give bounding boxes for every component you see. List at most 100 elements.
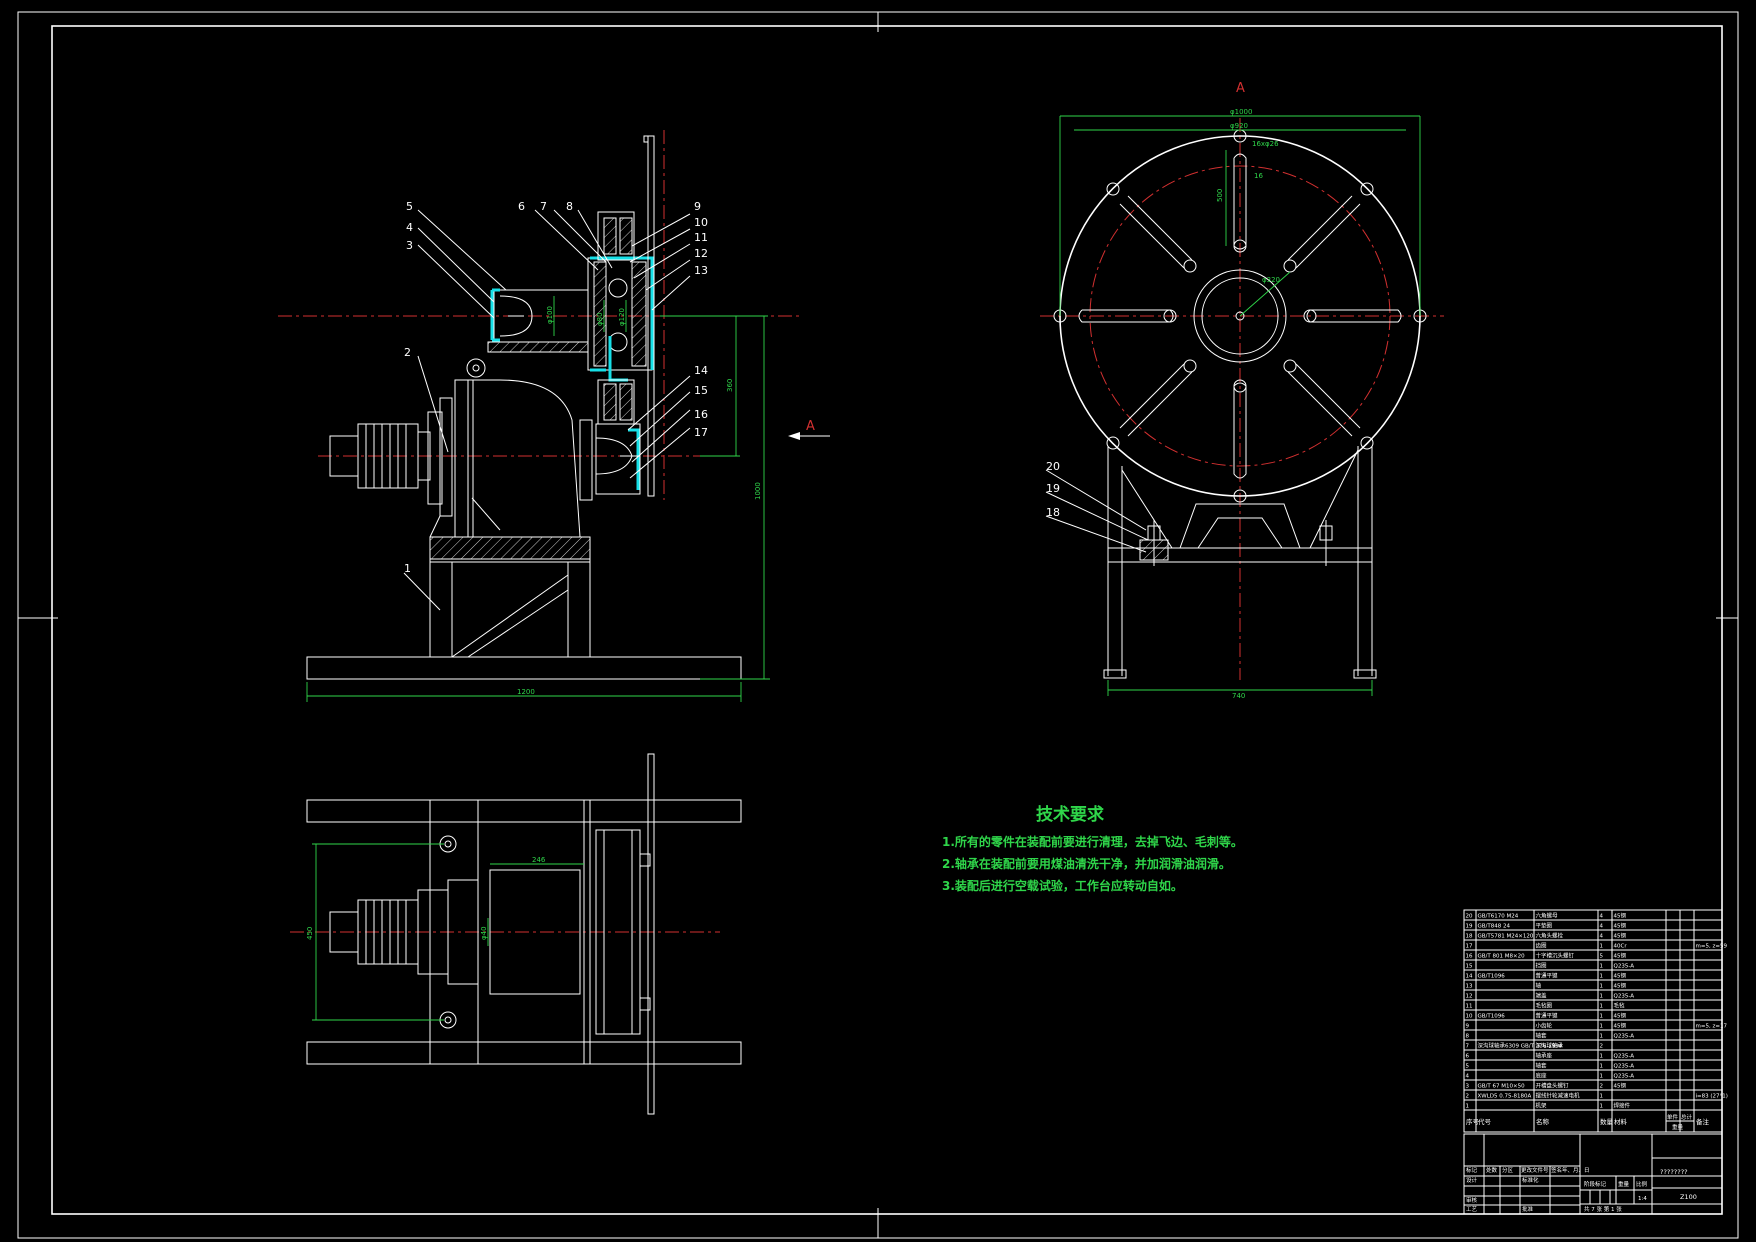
bom-cell: 5 [1466,1064,1470,1070]
bom-cell: 12 [1466,994,1473,1000]
bom-cell: 20 [1466,914,1473,920]
bom-cell: 机架 [1536,1102,1548,1110]
part-label: 9 [694,200,701,213]
front-dimensions: 1200 1000 360 φ100 φ80 φ120 [306,296,770,702]
bom-cell: GB/T5781 M24×120 [1478,934,1534,940]
bom-cell: 1 [1600,974,1604,980]
drawing-number: Z100 [1680,1193,1697,1201]
bom-cell: 19 [1466,924,1473,930]
part-label: 11 [694,231,708,244]
bom-cell: 3 [1466,1084,1470,1090]
dim-shaft-len: 246 [532,856,546,864]
tb-label: 标记 [1466,1166,1478,1174]
bom-cell: 1 [1600,984,1604,990]
bom-cell: 1 [1600,964,1604,970]
bom-cell: m=5, z=59 [1696,944,1728,950]
dim-shaft-dia2: φ80 [596,312,604,326]
tech-item: 3.装配后进行空载试验，工作台应转动自如。 [942,878,1183,893]
bom-cell: 5 [1600,954,1604,960]
part-label: 10 [694,216,708,229]
bom-cell: m=5, z=17 [1696,1024,1728,1030]
bom-cell: 13 [1466,984,1473,990]
bom-cell: 7 [1466,1044,1470,1050]
part-label: 14 [694,364,708,377]
bom-cell: 14 [1466,974,1473,980]
tb-label: 审核 [1466,1196,1478,1204]
tb-label: 分区 [1502,1166,1514,1174]
side-dimensions: φ1000 φ920 16xφ26 500 16 φ320 740 [1059,108,1421,700]
tb-label: 年、月、日 [1562,1166,1590,1174]
bom-header: 代号 [1478,1117,1492,1126]
bom-cell: 轴套 [1536,1062,1548,1070]
bom-cell: 深沟球轴承 [1536,1042,1564,1050]
bom-cell: 45钢 [1614,982,1627,990]
tb-label: 重量 [1618,1180,1630,1188]
dim-inner-dia: φ920 [1230,122,1248,130]
tech-title: 技术要求 [1036,804,1104,825]
bom-cell: 1 [1600,1034,1604,1040]
bom-cell: 8 [1466,1034,1470,1040]
bom-cell: 45钢 [1614,1082,1627,1090]
tech-item: 2.轴承在装配前要用煤油清洗干净，并加润滑油润滑。 [942,856,1231,871]
part-label: 5 [406,200,413,213]
bom-cell: 17 [1466,944,1473,950]
part-label: 7 [540,200,547,213]
bom-cell: 1 [1600,1074,1604,1080]
dim-outer-dia: φ1000 [1230,108,1252,116]
bom-cell: 毛毡 [1614,1002,1626,1010]
dim-shaft-dia: φ100 [546,306,554,324]
side-view-label: A [1236,81,1245,96]
bom-cell: 挡圈 [1536,962,1548,970]
bom-cell: 1 [1600,1004,1604,1010]
bom-cell: 6 [1466,1054,1470,1060]
part-label: 17 [694,426,708,439]
bom-cell: 16 [1466,954,1473,960]
bom-cell: Q235-A [1614,1034,1635,1040]
bom-cell: GB/T 67 M10×50 [1478,1084,1526,1090]
bom-cell: 小齿轮 [1536,1022,1553,1030]
bom-cell: 1 [1466,1104,1470,1110]
bom-cell: Q235-A [1614,1074,1635,1080]
dim-hub-dia: φ40 [480,926,488,940]
tech-item: 1.所有的零件在装配前要进行清理，去掉飞边、毛刺等。 [942,834,1243,849]
bom-cell: 焊接件 [1614,1102,1631,1110]
bom-cell: 18 [1466,934,1473,940]
part-label: 6 [518,200,525,213]
bom-cell: 平垫圈 [1536,922,1553,930]
part-label: 12 [694,247,708,260]
part-label: 8 [566,200,573,213]
bom-cell: 11 [1466,1004,1473,1010]
dim-depth: 450 [306,927,314,940]
bom-cell: 4 [1466,1074,1470,1080]
bom-cell: 端盖 [1536,992,1548,1000]
dim-hub: φ320 [1262,276,1280,284]
part-label: 20 [1046,460,1060,473]
bom-cell: 45钢 [1614,912,1627,920]
part-label: 2 [404,346,411,359]
part-label: 1 [404,562,411,575]
front-part-labels: 1 2 3 4 5 6 7 8 9 10 11 12 13 14 15 16 1… [404,200,708,575]
part-label: 15 [694,384,708,397]
technical-requirements: 技术要求 1.所有的零件在装配前要进行清理，去掉飞边、毛刺等。 2.轴承在装配前… [942,804,1243,893]
bom-cell: 40Cr [1614,944,1628,950]
bom-cell: 1 [1600,1064,1604,1070]
sheet-border [17,11,1739,1239]
bom-header: 材料 [1614,1117,1628,1126]
bom-cell: GB/T 801 M8×20 [1478,954,1526,960]
bom-cell: 十字槽沉头螺钉 [1536,952,1575,960]
dim-shaft-height: 360 [726,379,734,392]
tb-label: 批准 [1522,1205,1534,1213]
dim-bore: φ120 [618,308,626,326]
tb-label: 工艺 [1466,1206,1478,1213]
bom-cell: 轴承座 [1536,1052,1553,1060]
bom-cell: 15 [1466,964,1473,970]
tb-label: 处数 [1486,1166,1498,1174]
bom-cell: 2 [1466,1094,1470,1100]
bom-cell: Q235-A [1614,1054,1635,1060]
side-view: A [1040,81,1444,700]
part-label: 19 [1046,482,1060,495]
bom-cell: 1 [1600,944,1604,950]
top-view: 450 246 φ40 [290,753,742,1115]
